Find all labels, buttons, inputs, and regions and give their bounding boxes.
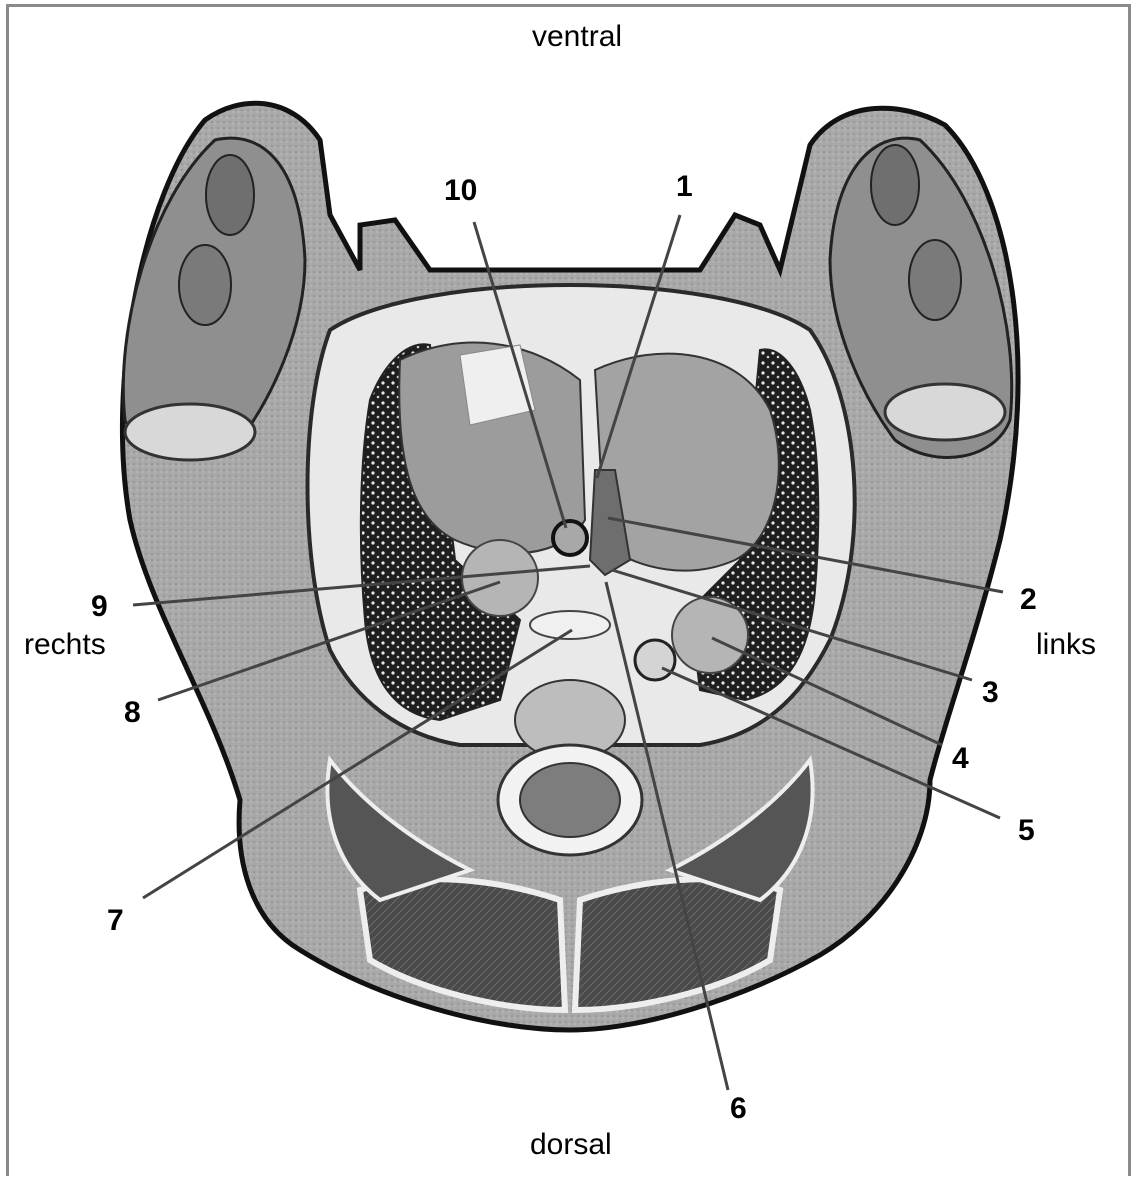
orientation-left: rechts [24, 628, 106, 662]
label-9: 9 [91, 590, 108, 624]
left-limb-vessel-2 [909, 240, 961, 320]
label-10: 10 [444, 174, 477, 208]
right-limb-vessel-1 [206, 155, 254, 235]
label-2: 2 [1020, 583, 1037, 617]
label-5: 5 [1018, 814, 1035, 848]
label-3: 3 [982, 676, 999, 710]
orientation-top: ventral [532, 20, 622, 54]
left-limb-bone [885, 384, 1005, 440]
spinal-cord [520, 763, 620, 837]
label-7: 7 [107, 904, 124, 938]
vessel-8 [462, 540, 538, 616]
vessel-5 [635, 640, 675, 680]
vessel-10 [553, 521, 587, 555]
orientation-bottom: dorsal [530, 1128, 612, 1162]
left-limb-vessel-1 [871, 145, 919, 225]
label-1: 1 [676, 170, 693, 204]
label-8: 8 [124, 696, 141, 730]
label-4: 4 [952, 742, 969, 776]
right-limb-vessel-2 [179, 245, 231, 325]
label-6: 6 [730, 1092, 747, 1126]
right-limb-bone [125, 404, 255, 460]
esophagus-7 [530, 611, 610, 639]
orientation-right: links [1036, 628, 1096, 662]
